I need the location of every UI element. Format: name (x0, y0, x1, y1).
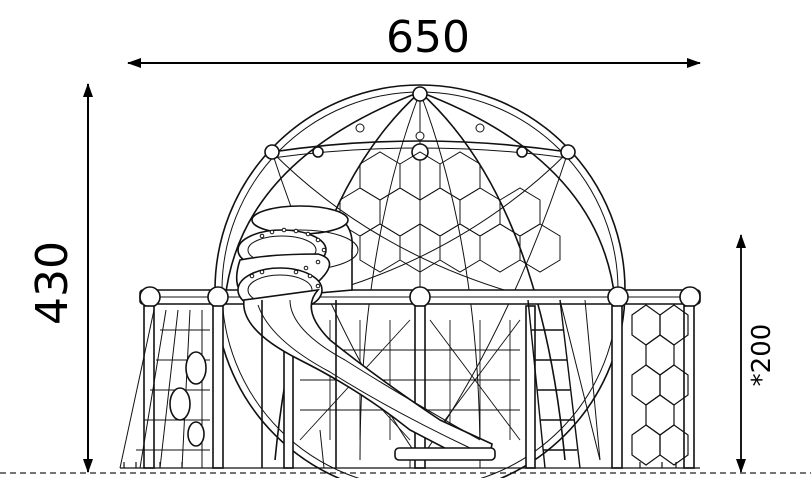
dome-hubs (264, 86, 576, 161)
platform-height-label: *200 (747, 324, 777, 387)
ladder (527, 299, 601, 469)
platform-height-dimension: *200 (736, 234, 777, 473)
net-mesh (339, 151, 561, 273)
tube-slide (235, 205, 496, 469)
play-structure (119, 84, 701, 478)
height-dimension: 430 (27, 83, 93, 473)
platform-rail (139, 286, 701, 308)
height-label: 430 (27, 241, 78, 325)
width-label: 650 (386, 12, 470, 63)
footings (120, 462, 700, 469)
width-dimension: 650 (127, 12, 701, 68)
left-climbing-net (119, 309, 210, 469)
right-hex-net (631, 304, 689, 466)
posts (143, 305, 695, 469)
